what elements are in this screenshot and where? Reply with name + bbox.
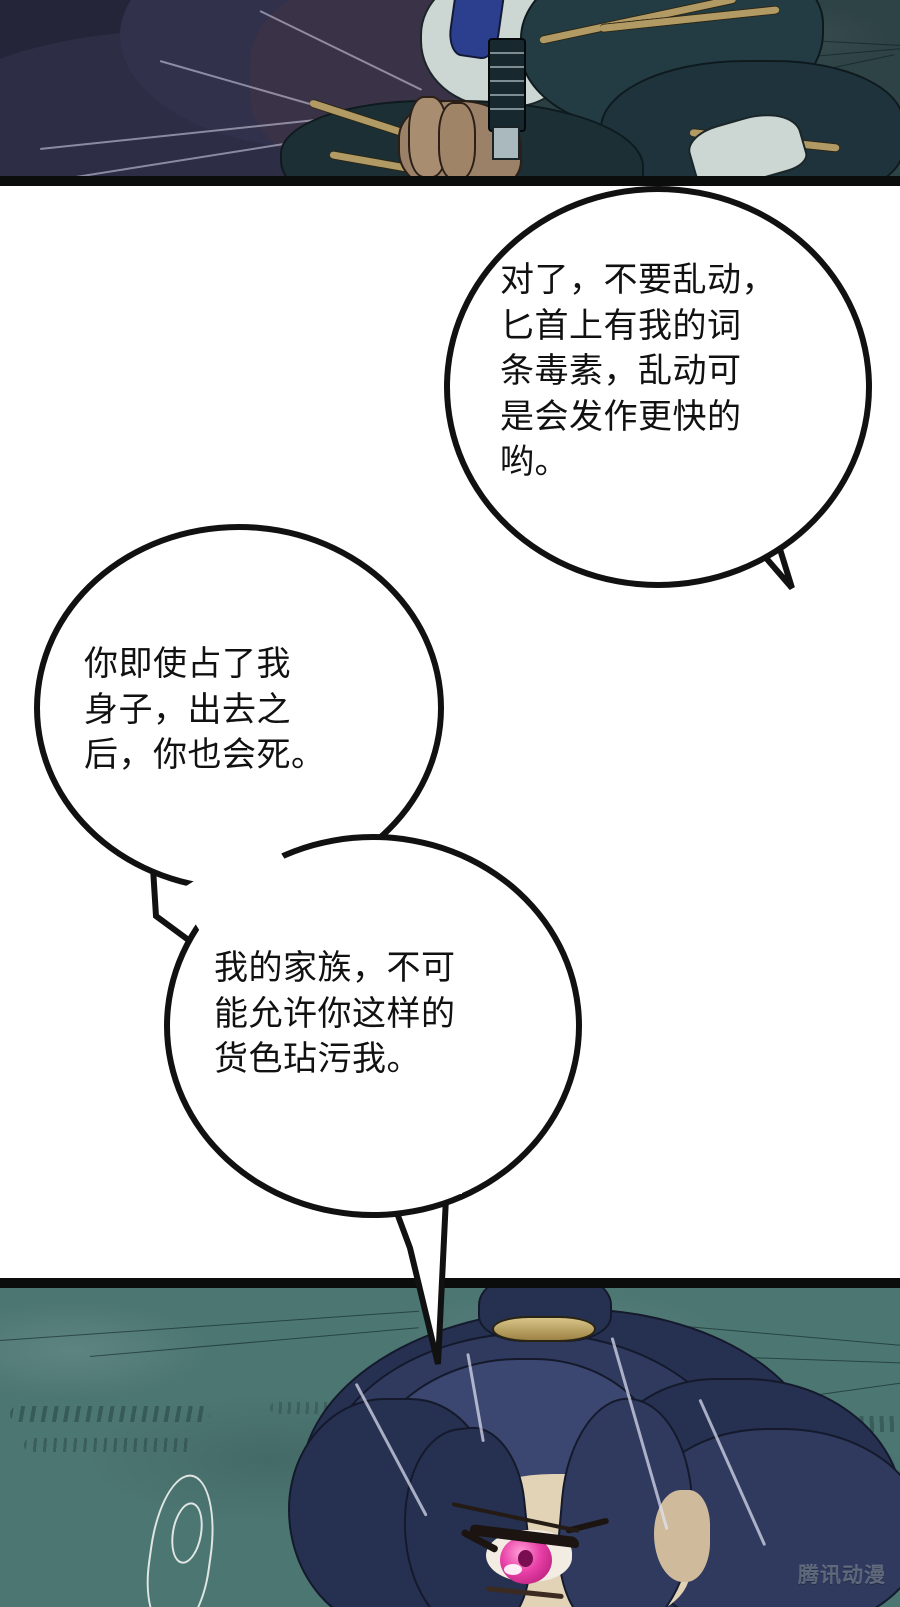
moss-speckle [10, 1406, 210, 1422]
bubble-2-text: 你即使占了我 身子，出去之 后，你也会死。 [84, 644, 326, 776]
finger [438, 102, 476, 180]
tencent-comics-watermark: 腾讯动漫 [798, 1563, 886, 1587]
bubble-3-text: 我的家族，不可 能允许你这样的 货色玷污我。 [214, 948, 456, 1080]
moss-speckle [24, 1438, 194, 1452]
speech-bubble-middle-left[interactable] [34, 524, 444, 892]
bottom-panel: 腾讯动漫 [0, 1278, 900, 1607]
top-panel [0, 0, 900, 186]
eye-highlight [504, 1564, 522, 1575]
hairband [492, 1316, 596, 1342]
panel-border-top [0, 1278, 900, 1288]
bubble-1-text: 对了，不要乱动， 匕首上有我的词 条毒素，乱动可 是会发作更快的 哟。 [500, 260, 776, 483]
dagger-grip [488, 38, 526, 132]
pupil [518, 1550, 533, 1567]
dagger-blade [492, 126, 520, 160]
speech-bubble-top-right[interactable] [444, 186, 872, 588]
panel-border-bottom [0, 176, 900, 186]
ear [654, 1490, 710, 1582]
